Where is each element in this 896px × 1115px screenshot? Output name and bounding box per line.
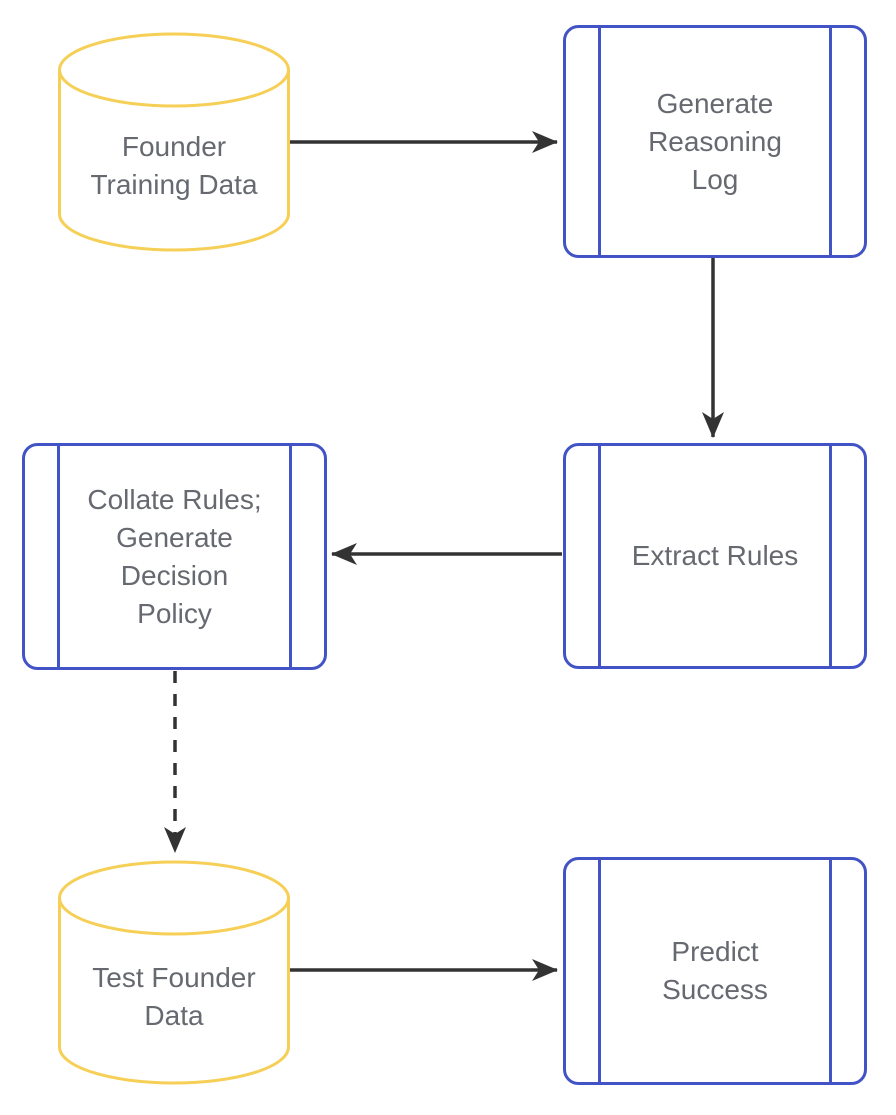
subroutine-shape [563,857,867,1085]
database-cylinder-shape [58,32,290,252]
subroutine-shape [563,443,867,669]
database-cylinder-shape [58,860,290,1085]
subroutine-shape [22,443,327,670]
node-test-founder-data: Test Founder Data [58,860,290,1085]
node-predict-success: Predict Success [563,857,867,1085]
node-generate-reasoning-log: Generate Reasoning Log [563,25,867,258]
subroutine-shape [563,25,867,258]
node-collate-rules-generate-decision-policy: Collate Rules; Generate Decision Policy [22,443,327,670]
node-extract-rules: Extract Rules [563,443,867,669]
node-founder-training-data: Founder Training Data [58,32,290,252]
